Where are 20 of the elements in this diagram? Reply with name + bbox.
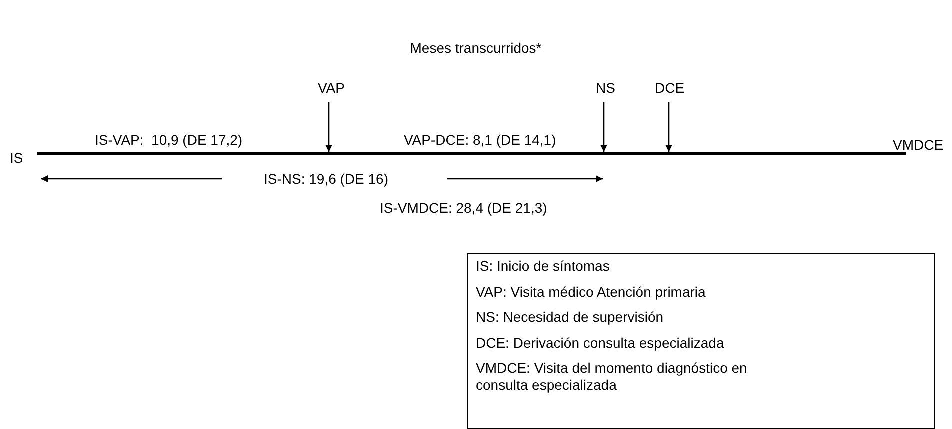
interval-label: IS-VMDCE: 28,4 (DE 21,3) (380, 200, 548, 216)
timeline-start-label: IS (10, 150, 24, 166)
abbreviation-legend-box (467, 253, 935, 429)
interval-label: IS-VAP: 10,9 (DE 17,2) (95, 132, 243, 148)
interval-label: VAP-DCE: 8,1 (DE 14,1) (404, 132, 556, 148)
definition-text: NS: Necesidad de supervisión (476, 309, 665, 326)
chart-title: Meses transcurridos* (409, 40, 543, 56)
definition-text: DCE: Derivación consulta especializada (476, 334, 726, 352)
event-label: VAP (318, 80, 345, 96)
definition-text: VMDCE: Visita del momento diagnóstico en consulta especializada (476, 360, 748, 394)
event-label: NS (596, 80, 616, 96)
interval-label: IS-NS: 19,6 (DE 16) (264, 171, 388, 187)
event-label: DCE (655, 80, 685, 96)
timeline-line (37, 152, 906, 156)
definition-text: IS: Inicio de síntomas (476, 258, 611, 275)
arrow (326, 102, 332, 152)
arrow (666, 102, 672, 152)
arrow (600, 102, 608, 152)
timeline-end-label: VMDCE (893, 137, 944, 153)
definition-text: VAP: Visita médico Atención primaria (476, 284, 707, 300)
